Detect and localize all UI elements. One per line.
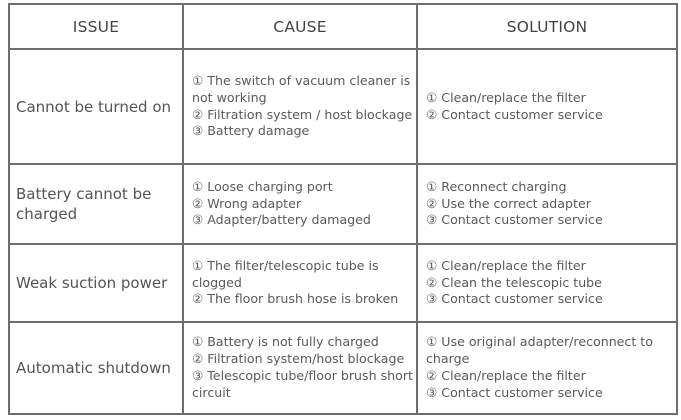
- troubleshooting-table: ISSUE CAUSE SOLUTION Cannot be turned on…: [8, 3, 678, 415]
- cause-cell: ① Loose charging port ② Wrong adapter ③ …: [182, 163, 418, 245]
- issue-cell: Automatic shutdown: [8, 321, 184, 415]
- cause-item: ① The filter/telescopic tube is clogged: [192, 257, 379, 290]
- solution-item: ① Reconnect charging: [426, 178, 567, 194]
- cause-cell: ① The switch of vacuum cleaner is not wo…: [182, 48, 418, 165]
- header-row: ISSUE CAUSE SOLUTION: [8, 3, 678, 50]
- solution-item: ② Clean/replace the filter: [426, 368, 586, 383]
- solution-item: ① Clean/replace the filter: [426, 89, 586, 105]
- issue-cell: Cannot be turned on: [8, 48, 184, 165]
- cause-item: ③ Telescopic tube/floor brush short circ…: [192, 368, 413, 400]
- cause-item: ② Wrong adapter: [192, 195, 302, 211]
- solution-item: ② Clean the telescopic tube: [426, 274, 602, 290]
- solution-cell: ① Clean/replace the filter ② Contact cus…: [416, 48, 678, 165]
- solution-item: ② Use the correct adapter: [426, 195, 591, 211]
- table-row: Cannot be turned on ① The switch of vacu…: [8, 48, 678, 165]
- table-row: Battery cannot be charged ① Loose chargi…: [8, 163, 678, 245]
- solution-cell: ① Clean/replace the filter ② Clean the t…: [416, 243, 678, 323]
- solution-item: ① Clean/replace the filter: [426, 257, 586, 273]
- header-solution: SOLUTION: [416, 3, 678, 50]
- header-issue: ISSUE: [8, 3, 184, 50]
- cause-item: ① Battery is not fully charged: [192, 334, 379, 350]
- cause-item: ② Filtration system / host blockage: [192, 106, 413, 122]
- solution-item: ③ Contact customer service: [426, 384, 603, 400]
- table-row: Weak suction power ① The filter/telescop…: [8, 243, 678, 323]
- cause-item: ③ Adapter/battery damaged: [192, 212, 371, 228]
- solution-item: ② Contact customer service: [426, 106, 603, 122]
- table-row: Automatic shutdown ① Battery is not full…: [8, 321, 678, 415]
- solution-item: ③ Contact customer service: [426, 291, 603, 307]
- solution-item: ① Use original adapter/reconnect to char…: [426, 334, 653, 367]
- cause-item: ③ Battery damage: [192, 123, 310, 139]
- cause-item: ① The switch of vacuum cleaner is not wo…: [192, 72, 411, 105]
- cause-cell: ① The filter/telescopic tube is clogged …: [182, 243, 418, 323]
- solution-cell: ① Reconnect charging ② Use the correct a…: [416, 163, 678, 245]
- header-cause: CAUSE: [182, 3, 418, 50]
- cause-item: ① Loose charging port: [192, 178, 333, 194]
- issue-cell: Weak suction power: [8, 243, 184, 323]
- cause-item: ② The floor brush hose is broken: [192, 291, 399, 307]
- cause-item: ② Filtration system/host blockage: [192, 351, 405, 367]
- solution-cell: ① Use original adapter/reconnect to char…: [416, 321, 678, 415]
- cause-cell: ① Battery is not fully charged ② Filtrat…: [182, 321, 418, 415]
- issue-cell: Battery cannot be charged: [8, 163, 184, 245]
- solution-item: ③ Contact customer service: [426, 212, 603, 228]
